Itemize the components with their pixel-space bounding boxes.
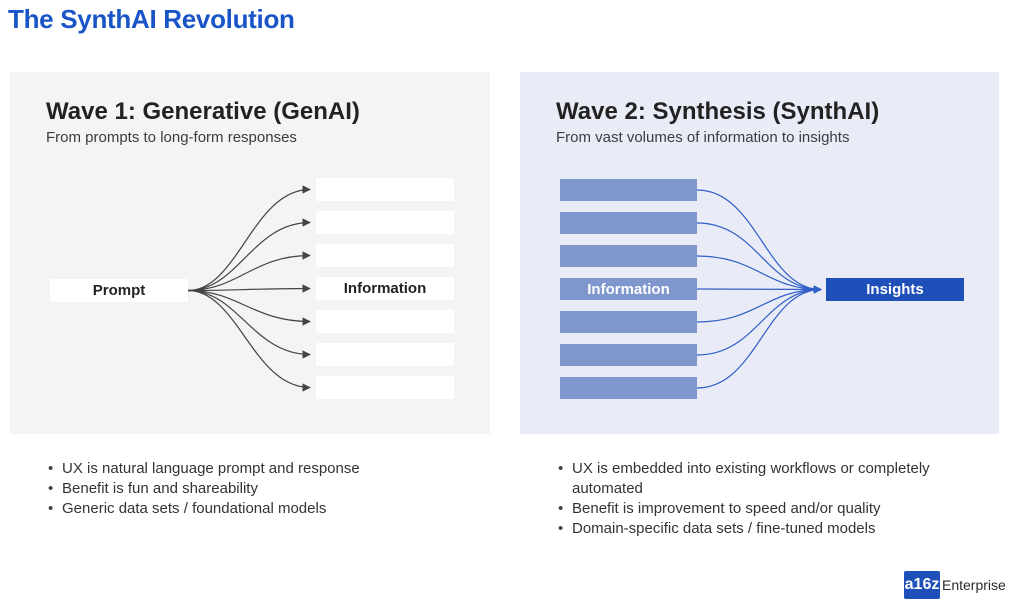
wave2-arrow-1 (696, 189, 822, 294)
wave1-arrow-4 (187, 284, 311, 293)
wave2-arrow-4 (696, 285, 822, 294)
wave2-arrow-5 (696, 285, 822, 323)
input-bar-7 (560, 377, 697, 399)
wave1-arrow-1 (187, 185, 311, 292)
insights-label: Insights (866, 281, 924, 298)
input-bar-1 (560, 179, 697, 201)
a16z-logo-mark: a16z (904, 571, 940, 599)
wave2-bullet-3: Domain-specific data sets / fine-tuned m… (557, 519, 997, 539)
wave2-arrow-3 (696, 255, 822, 294)
input-bar-6 (560, 344, 697, 366)
output-box-6 (316, 343, 454, 366)
wave1-subtitle: From prompts to long-form responses (46, 129, 297, 146)
wave1-bullet-2: Benefit is fun and shareability (47, 479, 487, 499)
wave1-panel: Wave 1: Generative (GenAI) From prompts … (10, 72, 490, 434)
wave1-arrow-3 (187, 251, 311, 292)
wave2-subtitle: From vast volumes of information to insi… (556, 129, 850, 146)
wave1-arrow-5 (187, 289, 311, 326)
wave2-arrow-2 (696, 222, 822, 294)
wave1-bullet-1: UX is natural language prompt and respon… (47, 459, 487, 479)
wave2-arrow-7 (696, 285, 822, 389)
prompt-label: Prompt (92, 282, 146, 299)
wave1-connectors (187, 185, 311, 392)
a16z-enterprise-logo: a16z Enterprise (904, 570, 1006, 600)
output-box-4: Information (316, 277, 454, 300)
output-box-7 (316, 376, 454, 399)
wave1-arrow-2 (187, 218, 311, 292)
wave2-bullet-1: UX is embedded into existing workflows o… (557, 459, 997, 499)
wave1-arrow-7 (187, 289, 311, 392)
wave2-arrow-6 (696, 285, 822, 356)
output-box-3 (316, 244, 454, 267)
insights-box: Insights (826, 278, 964, 301)
output-box-5 (316, 310, 454, 333)
output-box-2 (316, 211, 454, 234)
information-label: Information (587, 280, 670, 298)
input-bar-5 (560, 311, 697, 333)
input-bar-3 (560, 245, 697, 267)
page-title: The SynthAI Revolution (8, 4, 295, 34)
wave1-title: Wave 1: Generative (GenAI) (46, 98, 360, 125)
prompt-box: Prompt (50, 279, 188, 302)
information-label: Information (343, 280, 427, 297)
wave2-panel: Wave 2: Synthesis (SynthAI) From vast vo… (520, 72, 999, 434)
wave2-bullets: UX is embedded into existing workflows o… (557, 459, 997, 539)
wave2-connectors (696, 189, 822, 389)
logo-text: Enterprise (942, 577, 1006, 593)
wave1-bullet-3: Generic data sets / foundational models (47, 499, 487, 519)
wave1-bullets: UX is natural language prompt and respon… (47, 459, 487, 519)
wave1-arrow-6 (187, 289, 311, 359)
input-bar-4: Information (560, 278, 697, 300)
wave2-title: Wave 2: Synthesis (SynthAI) (556, 98, 880, 125)
wave2-bullet-2: Benefit is improvement to speed and/or q… (557, 499, 997, 519)
input-bar-2 (560, 212, 697, 234)
output-box-1 (316, 178, 454, 201)
